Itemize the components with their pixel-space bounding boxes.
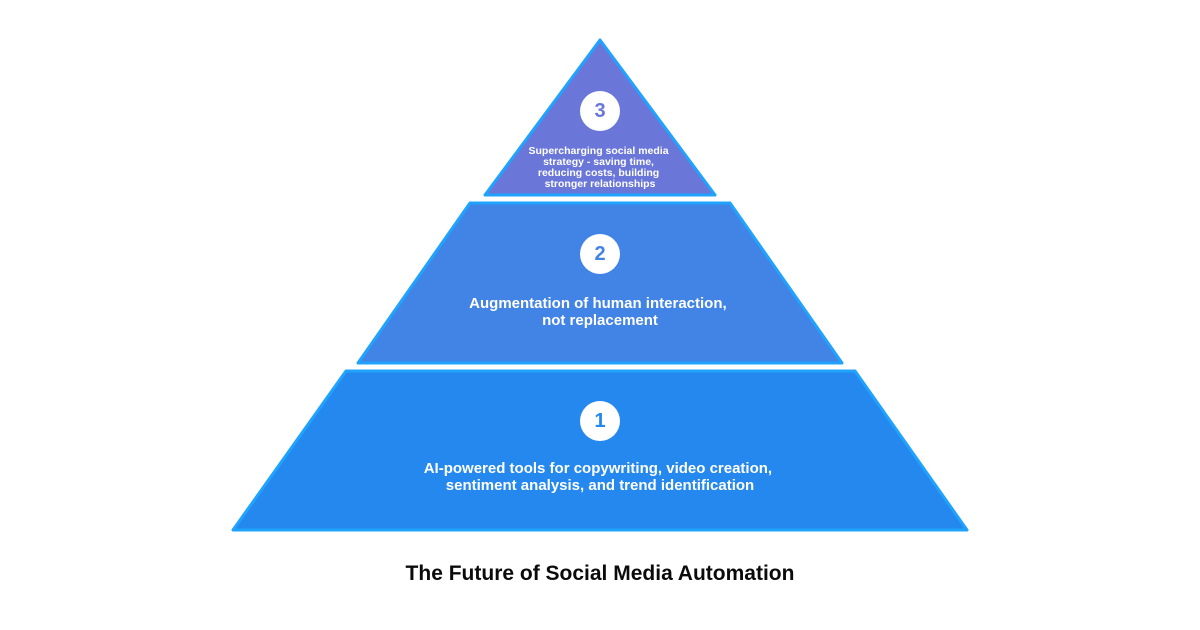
tier-3-label: Supercharging social media strategy - sa…	[529, 145, 672, 190]
tier-1-badge	[580, 401, 620, 441]
tier-3-label-line: Supercharging social media	[529, 145, 669, 157]
tier-3-label-line: reducing costs, building	[538, 167, 659, 179]
tier-2-number: 2	[594, 243, 605, 265]
pyramid-tier-3: 3 Supercharging social media strategy - …	[483, 38, 717, 197]
tier-3-number: 3	[594, 100, 605, 122]
tier-2-label: Augmentation of human interaction, not r…	[469, 295, 731, 329]
diagram-caption: The Future of Social Media Automation	[405, 562, 795, 585]
tier-2-badge	[580, 234, 620, 274]
tier-3-badge	[580, 91, 620, 131]
pyramid-tier-2: 2 Augmentation of human interaction, not…	[356, 201, 844, 365]
tier-1-number: 1	[594, 410, 605, 432]
tier-1-shape	[231, 369, 969, 532]
tier-1-label-line: sentiment analysis, and trend identifica…	[446, 477, 754, 494]
tier-2-shape	[356, 201, 844, 365]
tier-2-label-line: Augmentation of human interaction,	[469, 295, 727, 312]
tier-3-label-line: strategy - saving time,	[543, 156, 654, 168]
tier-2-label-line: not replacement	[542, 312, 658, 329]
pyramid-tier-1: 1 AI-powered tools for copywriting, vide…	[231, 369, 969, 532]
tier-3-label-line: stronger relationships	[545, 178, 656, 190]
tier-1-label-line: AI-powered tools for copywriting, video …	[424, 460, 772, 477]
tier-1-label: AI-powered tools for copywriting, video …	[424, 460, 777, 494]
